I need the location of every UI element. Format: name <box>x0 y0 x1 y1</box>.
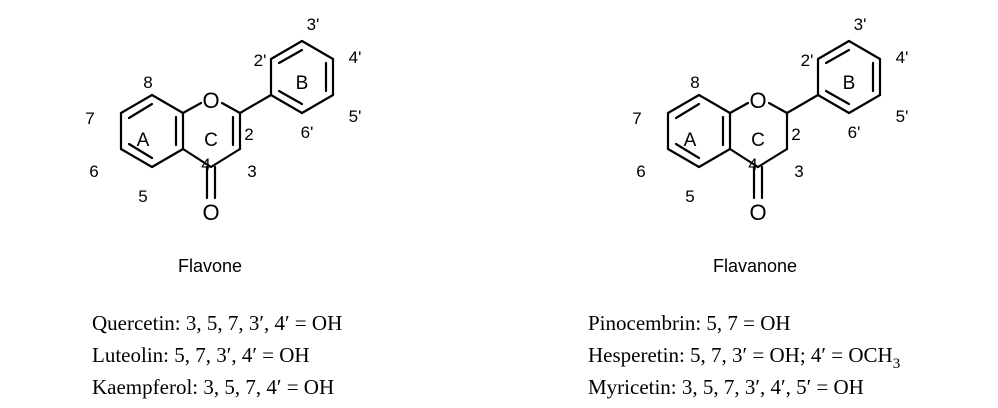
flavone-example-kaempferol: Kaempferol: 3, 5, 7, 4′ = OH <box>92 375 334 399</box>
flavanone-ring-b-label: B <box>843 73 856 94</box>
flavanone-position-4: 4 <box>748 155 757 174</box>
flavone-position-3: 3 <box>247 162 256 181</box>
flavone-example-luteolin: Luteolin: 5, 7, 3′, 4′ = OH <box>92 343 310 367</box>
flavone-carbonyl-oxygen: O <box>202 200 219 225</box>
flavanone-position-3: 3 <box>794 162 803 181</box>
flavanone-position-2: 2 <box>791 125 800 144</box>
flavanone-ring-a-label: A <box>684 130 697 151</box>
flavanone-position-6: 6 <box>636 162 645 181</box>
flavone-position-5-prime: 5' <box>349 107 362 126</box>
flavone-structure: O O A C B 8 7 6 5 4 3 2 2' 3' 4' 5' 6' <box>85 15 361 225</box>
flavanone-position-2-prime: 2' <box>801 51 814 70</box>
hesperetin-main-text: Hesperetin: 5, 7, 3′ = OH; 4′ = OCH <box>588 343 893 367</box>
flavone-position-2: 2 <box>244 125 253 144</box>
flavanone-structure: O O A C B 8 7 6 5 4 3 2 2' 3' 4' 5' 6' <box>632 15 908 225</box>
flavanone-position-8: 8 <box>690 73 699 92</box>
flavanone-example-pinocembrin: Pinocembrin: 5, 7 = OH <box>588 311 791 335</box>
flavone-position-6-prime: 6' <box>301 123 314 142</box>
flavone-position-4-prime: 4' <box>349 48 362 67</box>
flavanone-ring-c-label: C <box>751 130 765 151</box>
flavanone-position-5-prime: 5' <box>896 107 909 126</box>
flavone-example-quercetin: Quercetin: 3, 5, 7, 3′, 4′ = OH <box>92 311 342 335</box>
flavanone-ring-oxygen: O <box>749 88 766 113</box>
flavanone-example-hesperetin: Hesperetin: 5, 7, 3′ = OH; 4′ = OCH3 <box>588 343 900 372</box>
flavanone-position-7: 7 <box>632 109 641 128</box>
flavanone-position-6-prime: 6' <box>848 123 861 142</box>
flavanone-example-myricetin: Myricetin: 3, 5, 7, 3′, 4′, 5′ = OH <box>588 375 864 399</box>
flavone-position-2-prime: 2' <box>254 51 267 70</box>
flavone-position-8: 8 <box>143 73 152 92</box>
hesperetin-subscript: 3 <box>893 356 901 372</box>
flavone-ring-c-label: C <box>204 130 218 151</box>
flavone-ring-b-label: B <box>296 73 309 94</box>
flavone-name: Flavone <box>178 256 242 276</box>
flavone-position-4: 4 <box>201 155 210 174</box>
flavone-ring-oxygen: O <box>202 88 219 113</box>
flavanone-name: Flavanone <box>713 256 797 276</box>
flavanone-carbonyl-oxygen: O <box>749 200 766 225</box>
flavone-position-3-prime: 3' <box>307 15 320 34</box>
flavone-position-7: 7 <box>85 109 94 128</box>
flavanone-position-3-prime: 3' <box>854 15 867 34</box>
flavone-position-5: 5 <box>138 187 147 206</box>
flavone-position-6: 6 <box>89 162 98 181</box>
flavanone-position-5: 5 <box>685 187 694 206</box>
flavone-ring-a-label: A <box>137 130 150 151</box>
flavanone-position-4-prime: 4' <box>896 48 909 67</box>
